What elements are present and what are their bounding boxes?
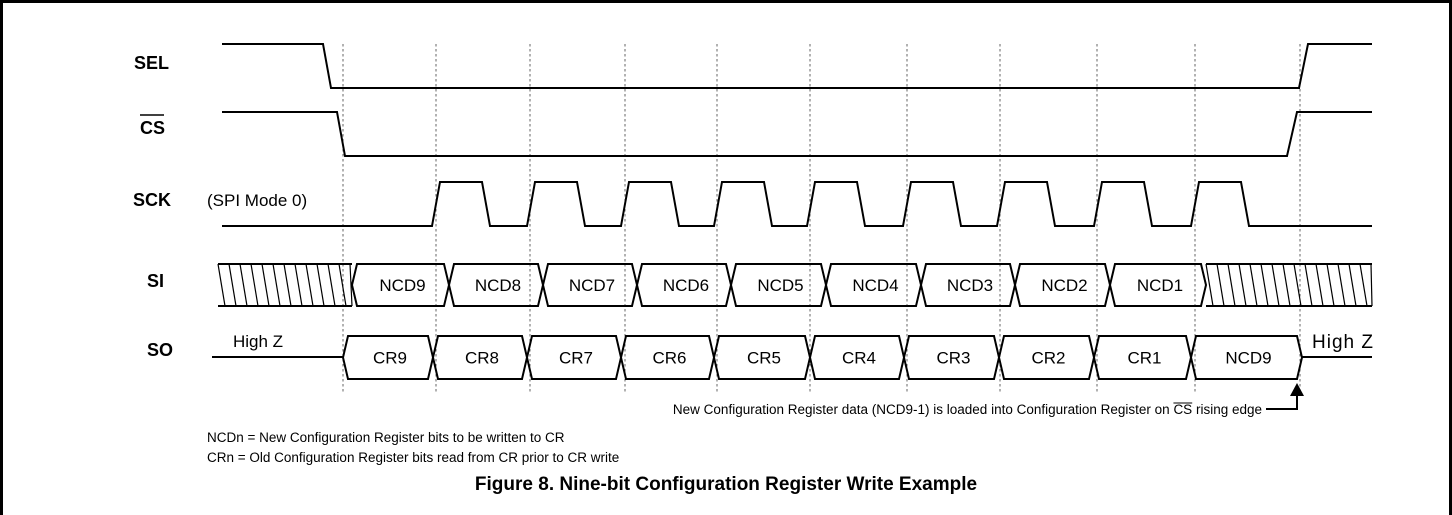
si-dont-care-hatch [1249, 263, 1258, 307]
si-bus: NCD9 NCD8 NCD7 NCD6 NCD5 NCD4 NCD3 NCD2 NCD1 [217, 263, 1373, 307]
si-dont-care-hatch [272, 263, 281, 307]
si-dont-care-hatch [294, 263, 303, 307]
si-bit-label: NCD4 [852, 276, 898, 295]
so-high-z-right: High Z [1312, 332, 1374, 353]
si-dont-care-hatch [1359, 263, 1368, 307]
annotation-arrow-line [1266, 393, 1298, 410]
si-dont-care-hatch [239, 263, 248, 307]
si-dont-care-hatch [217, 263, 226, 307]
so-bit-label: CR7 [559, 349, 593, 368]
si-bit-label: NCD2 [1041, 276, 1087, 295]
si-dont-care-hatch [327, 263, 336, 307]
si-dont-care-hatch [1205, 263, 1214, 307]
si-bit-label: NCD3 [947, 276, 993, 295]
so-bit-label: CR9 [373, 349, 407, 368]
si-dont-care-hatch [1370, 263, 1373, 307]
si-dont-care-hatch [1348, 263, 1357, 307]
si-dont-care-hatch [250, 263, 259, 307]
note-crn: CRn = Old Configuration Register bits re… [207, 450, 619, 465]
si-dont-care-hatch [228, 263, 237, 307]
so-bus: CR9 CR8 CR7 CR6 CR5 CR4 CR3 CR2 CR1 NCD9 [212, 335, 1372, 380]
si-bit-cell [1108, 263, 1208, 307]
cs-waveform [222, 111, 1372, 157]
si-dont-care-hatch [1282, 263, 1291, 307]
si-bit-label: NCD9 [379, 276, 425, 295]
note-ncd: NCDn = New Configuration Register bits t… [207, 430, 565, 445]
sel-waveform [222, 43, 1372, 89]
so-high-z-left: High Z [233, 332, 283, 351]
so-bit-label: CR3 [936, 349, 970, 368]
annotation-arrow-head [1290, 383, 1304, 396]
si-dont-care-hatch [305, 263, 314, 307]
si-dont-care-hatch [1304, 263, 1313, 307]
si-bit-label: NCD1 [1137, 276, 1183, 295]
cs-label: CS [140, 118, 165, 138]
sck-waveform [222, 181, 1372, 227]
si-dont-care-hatch [1260, 263, 1269, 307]
si-dont-care-hatch [1315, 263, 1324, 307]
si-bit-label: NCD7 [569, 276, 615, 295]
si-dont-care-hatch [349, 263, 353, 307]
so-bit-label: CR5 [747, 349, 781, 368]
si-dont-care-border [1206, 263, 1372, 307]
so-bit-label: CR8 [465, 349, 499, 368]
sck-mode-label: (SPI Mode 0) [207, 191, 307, 210]
si-dont-care-hatch [283, 263, 292, 307]
si-label: SI [147, 271, 164, 291]
si-bit-label: NCD8 [475, 276, 521, 295]
so-bit-label: NCD9 [1225, 349, 1271, 368]
load-annotation: New Configuration Register data (NCD9-1)… [673, 402, 1262, 417]
si-bit-label: NCD6 [663, 276, 709, 295]
so-label: SO [147, 340, 173, 360]
si-bit-label: NCD5 [757, 276, 803, 295]
si-dont-care-hatch [1216, 263, 1225, 307]
si-dont-care-hatch [1238, 263, 1247, 307]
sck-label: SCK [133, 190, 171, 210]
so-bit-label: CR2 [1031, 349, 1065, 368]
timing-guide-lines [342, 44, 1301, 392]
si-dont-care-hatch [1227, 263, 1236, 307]
si-dont-care-hatch [1337, 263, 1346, 307]
si-dont-care-hatch [316, 263, 325, 307]
so-bit-label: CR1 [1127, 349, 1161, 368]
si-dont-care-hatch [1271, 263, 1280, 307]
si-dont-care-hatch [338, 263, 347, 307]
si-dont-care-hatch [1326, 263, 1335, 307]
so-bit-label: CR4 [842, 349, 876, 368]
figure-caption: Figure 8. Nine-bit Configuration Registe… [475, 474, 977, 495]
annotation-cs: CS [1173, 402, 1192, 417]
so-bit-label: CR6 [652, 349, 686, 368]
sel-label: SEL [134, 53, 169, 73]
si-dont-care-hatch [1293, 263, 1302, 307]
si-dont-care-hatch [261, 263, 270, 307]
